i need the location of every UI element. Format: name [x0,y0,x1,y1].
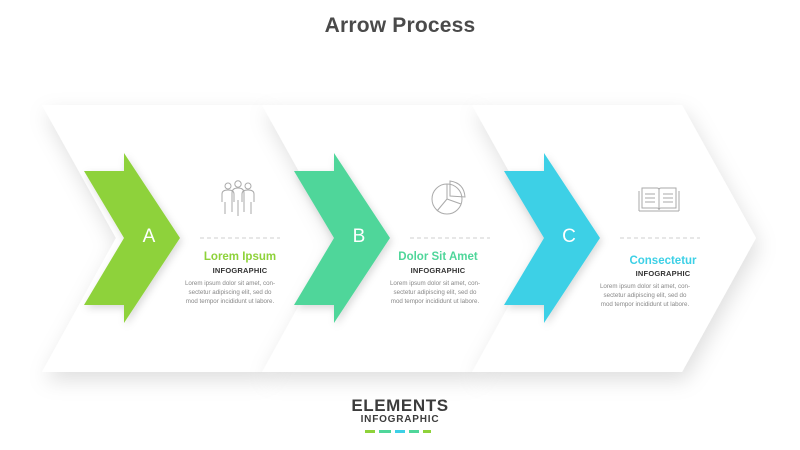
open-book-icon [638,187,680,212]
step-c-description-line: Lorem ipsum dolor sit amet, con- [599,283,691,290]
step-c-description-line: mod tempor incididunt ut labore. [600,301,690,309]
step-a-arrow [84,153,180,323]
pie-chart-icon [431,180,466,215]
step-b-arrow [294,153,390,323]
brand-dash [409,430,419,433]
step-b-heading: Dolor Sit Amet [398,251,478,263]
step-b-letter: B [352,226,366,247]
step-c-subtitle: INFOGRAPHIC [635,269,691,278]
step-a-subtitle: INFOGRAPHIC [212,266,268,275]
step-a-letter: A [142,226,156,247]
step-a-description-line: Lorem ipsum dolor sit amet, con- [184,280,276,287]
step-c-description-line: sectetur adipiscing elit, sed do [603,292,687,300]
step-c-letter: C [562,226,576,247]
step-c-description: Lorem ipsum dolor sit amet, con- sectetu… [585,282,705,310]
page-title: Arrow Process [324,14,476,37]
step-a-description-line: sectetur adipiscing elit, sed do [188,289,272,297]
step-b-description: Lorem ipsum dolor sit amet, con- sectetu… [375,279,495,307]
step-b-description-line: Lorem ipsum dolor sit amet, con- [389,280,481,287]
brand-dash [379,430,391,433]
step-b-description-line: sectetur adipiscing elit, sed do [393,289,477,297]
brand-dash [365,430,375,433]
step-b-description-line: mod tempor incididunt ut labore. [390,298,480,306]
step-a-description-line: mod tempor incididunt ut labore. [185,298,275,306]
step-a-heading: Lorem Ipsum [203,251,277,263]
step-b-subtitle: INFOGRAPHIC [410,266,466,275]
brand-dash [395,430,405,433]
step-a-description: Lorem ipsum dolor sit amet, con- sectetu… [170,279,290,307]
step-c-heading: Consectetur [629,255,697,267]
brand-dash [423,430,431,433]
brand-color-dashes [365,430,435,434]
people-icon [221,180,255,216]
step-c-arrow [504,153,600,323]
brand-logo-subtitle: INFOGRAPHIC [360,414,440,425]
brand-logo-title: ELEMENTS [351,396,449,415]
